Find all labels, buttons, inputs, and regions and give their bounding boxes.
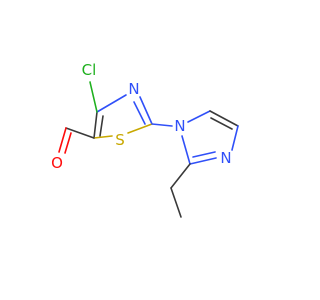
thiazole-ring bbox=[93, 94, 153, 139]
imidazole-n1-label: N bbox=[174, 117, 185, 135]
bond-n3-c2-double bbox=[133, 101, 146, 125]
bond-c4-c5 bbox=[93, 111, 98, 139]
bond-c2-s1 bbox=[127, 123, 153, 134]
bond-n3-c2 bbox=[189, 157, 217, 165]
bond-ch2-ch3 bbox=[170, 187, 182, 218]
molecule-structure: Cl N S N N O bbox=[51, 61, 239, 218]
bond-c4-n3 bbox=[231, 125, 239, 151]
imidazole-n3-label: N bbox=[220, 149, 231, 167]
bond-c2-ch2 bbox=[170, 163, 191, 189]
aldehyde-group bbox=[58, 127, 95, 154]
bond-s1-c5 bbox=[93, 135, 113, 139]
ethyl-group bbox=[170, 163, 191, 218]
imidazole-ring bbox=[181, 110, 239, 165]
bond-n3-c2 bbox=[139, 96, 153, 125]
oxygen-label: O bbox=[51, 154, 63, 172]
bond-n1-c5 bbox=[187, 110, 211, 123]
bond-c-o-double bbox=[64, 132, 72, 154]
bond-c2-n1 bbox=[181, 135, 191, 165]
thiazole-nitrogen-label: N bbox=[128, 80, 139, 98]
chlorine-label: Cl bbox=[82, 61, 97, 79]
bond-c4-n3 bbox=[96, 94, 127, 113]
bond-c-o bbox=[58, 127, 67, 153]
bond-c5-c4-double bbox=[210, 117, 233, 130]
bond-c5-c4 bbox=[209, 110, 239, 127]
bond-c4-cl bbox=[89, 81, 98, 113]
bond-c5-cho bbox=[65, 127, 95, 139]
sulfur-label: S bbox=[115, 131, 125, 149]
bond-c2-imidazole-n bbox=[151, 123, 173, 127]
bond-c4-c5-double bbox=[99, 115, 104, 137]
bond-n3-c2-double bbox=[192, 151, 216, 158]
